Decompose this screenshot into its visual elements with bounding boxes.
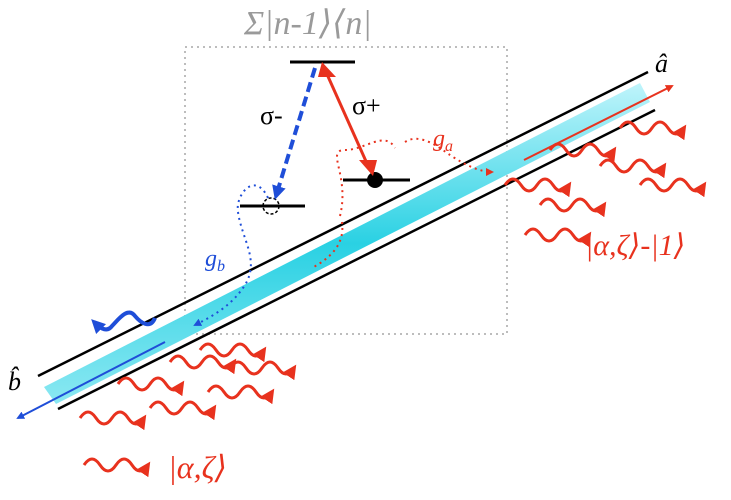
sigma-plus-label: σ+ bbox=[352, 91, 381, 120]
coupling-gb-label: gb bbox=[205, 246, 225, 275]
input-photon bbox=[168, 354, 237, 375]
ga-subscript: a bbox=[445, 138, 453, 155]
output-photon bbox=[523, 227, 592, 248]
emitted-blue-photon bbox=[91, 310, 157, 335]
mode-b-label: b̂ bbox=[8, 367, 21, 396]
sigma-minus-arrow bbox=[272, 67, 317, 200]
output-state-label: |α,ζ⟩-|1⟩ bbox=[585, 229, 685, 262]
sigma-plus-arrowhead-bottom bbox=[359, 160, 377, 176]
input-state-label: |α,ζ⟩ bbox=[168, 449, 227, 485]
output-photon bbox=[548, 142, 617, 163]
output-photon bbox=[503, 177, 572, 198]
coupling-ga-label: ga bbox=[433, 126, 453, 155]
sigma-plus-arrow bbox=[324, 71, 371, 169]
mode-a-arrow bbox=[523, 85, 674, 161]
output-photon-cluster bbox=[503, 120, 707, 248]
input-photon bbox=[148, 400, 217, 421]
input-photon bbox=[116, 376, 185, 397]
gb-subscript: b bbox=[217, 258, 225, 275]
mode-b-arrow bbox=[16, 341, 166, 419]
input-photon bbox=[82, 457, 151, 478]
sigma-minus-label: σ- bbox=[260, 101, 283, 130]
dashed-circle-icon bbox=[262, 197, 280, 215]
atom-region-box bbox=[184, 46, 508, 335]
output-photon bbox=[538, 197, 607, 218]
coupling-ga-link bbox=[404, 137, 494, 176]
input-photon-cluster bbox=[78, 342, 297, 478]
input-photon bbox=[206, 384, 275, 405]
output-photon bbox=[638, 177, 707, 198]
output-photon bbox=[598, 158, 667, 179]
projector-label: Σ|n-1⟩⟨n| bbox=[243, 5, 372, 42]
mode-a-label: â bbox=[655, 49, 668, 78]
output-photon bbox=[618, 120, 687, 141]
waveguide bbox=[37, 70, 656, 411]
sigma-plus-arrowhead-top bbox=[318, 62, 336, 77]
input-photon bbox=[198, 342, 267, 363]
filled-dot-icon bbox=[367, 172, 383, 188]
input-photon bbox=[228, 360, 297, 381]
input-photon bbox=[78, 410, 147, 431]
coupling-ga-path bbox=[335, 139, 396, 217]
